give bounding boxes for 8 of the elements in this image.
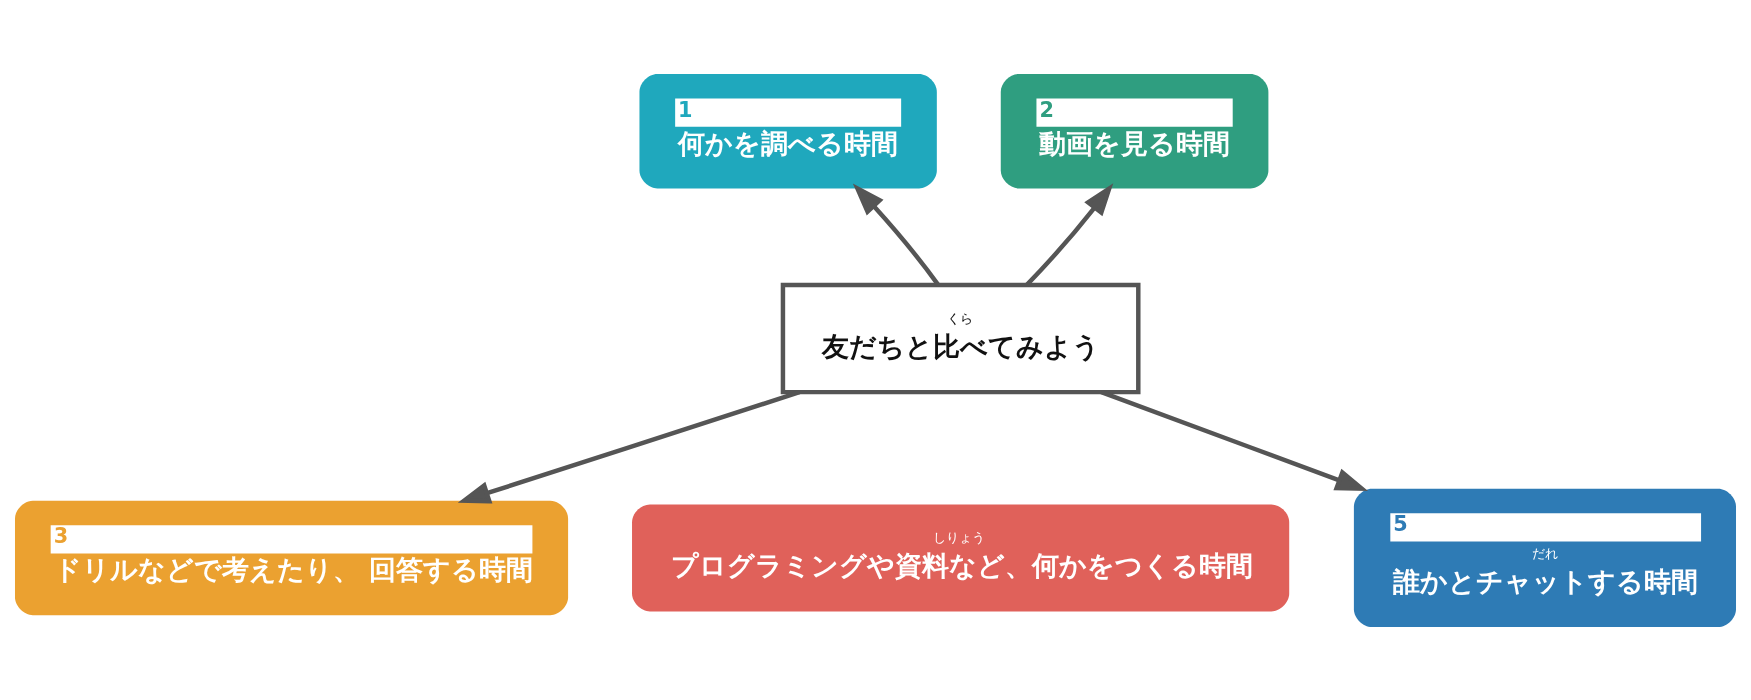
arrow	[852, 183, 941, 286]
node-box: 2 動画を見る時間	[1000, 73, 1269, 188]
arrow	[1025, 182, 1114, 286]
node-box: くら 友だちと比べてみよう	[780, 282, 1141, 394]
node-box: 5 だれ 誰かとチャットする時間	[1353, 488, 1736, 627]
node-box: 3 ドリルなどで考えたり、 回答する時間	[15, 500, 569, 615]
node-box: しりょう プログラミングや資料など、何かをつくる時間	[632, 503, 1290, 611]
node-box: 1 何かを調べる時間	[639, 73, 937, 188]
